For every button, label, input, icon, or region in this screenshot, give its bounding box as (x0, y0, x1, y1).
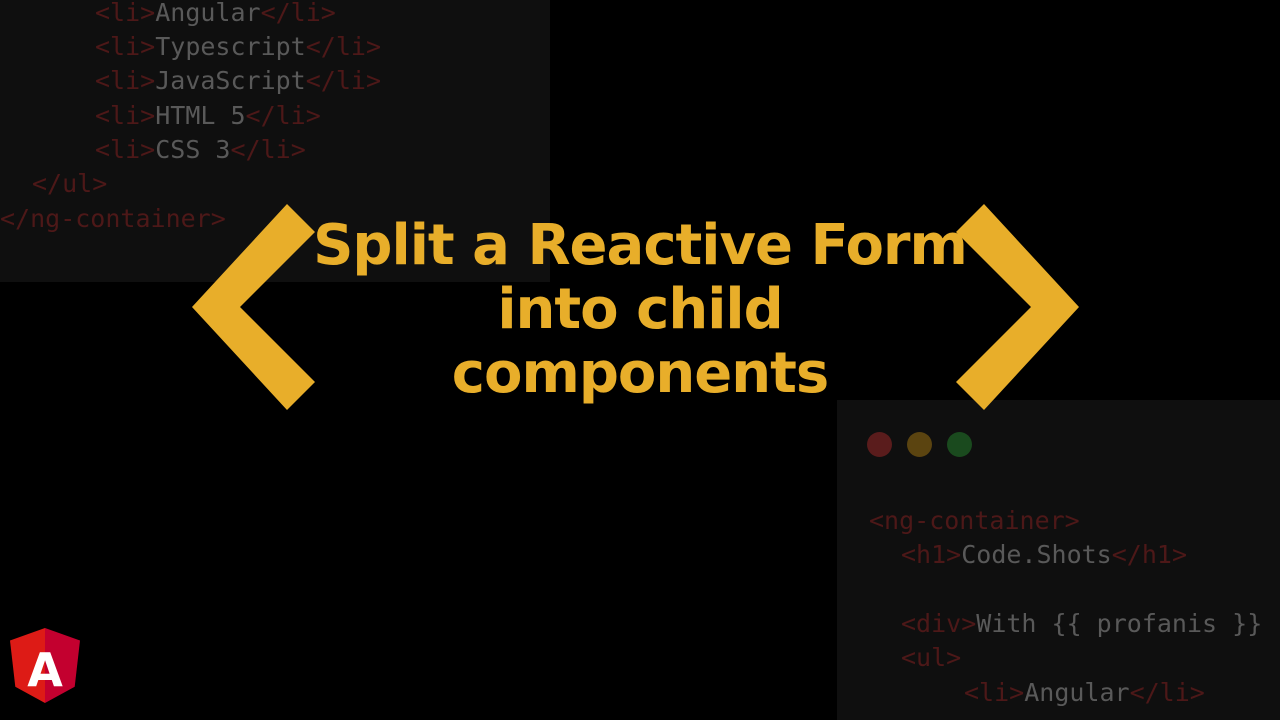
video-title: Split a Reactive Form into child compone… (290, 214, 990, 406)
code-line: <div>With {{ profanis }} (901, 607, 1262, 641)
code-line: <li>JavaScript</li> (95, 64, 381, 98)
code-line: <li>HTML 5</li> (95, 99, 321, 133)
code-tag: </li> (305, 66, 381, 95)
logo-letter: A (27, 643, 63, 697)
code-tag: <li> (964, 678, 1025, 707)
code-tag: </li> (305, 32, 381, 61)
chevron-left-icon (192, 204, 317, 410)
close-dot-icon (867, 432, 892, 457)
code-line: <ul> (901, 641, 961, 675)
code-tag: </h1> (1111, 540, 1187, 569)
code-line: </ul> (32, 167, 107, 201)
code-tag: <div> (901, 609, 977, 638)
code-tag: </ul> (32, 169, 108, 198)
code-line: <li>Angular</li> (964, 676, 1205, 710)
code-tag: <li> (95, 0, 156, 27)
code-text: HTML 5 (155, 101, 246, 130)
code-tag: <li> (95, 66, 156, 95)
code-text: JavaScript (155, 66, 306, 95)
title-line: Split a Reactive Form (313, 213, 968, 278)
code-line: </ng-container> (0, 202, 226, 236)
code-tag: <h1> (901, 540, 962, 569)
code-line: <h1>Code.Shots</h1> (901, 538, 1187, 572)
code-tag: </ng-container> (0, 204, 226, 233)
code-line: <ng-container> (869, 504, 1080, 538)
code-tag: </li> (1129, 678, 1205, 707)
code-line: <li>CSS 3</li> (95, 133, 306, 167)
code-line: <li>Typescript</li> (95, 30, 381, 64)
title-line: components (451, 341, 829, 406)
code-tag: </li> (260, 0, 336, 27)
code-text: Code.Shots (961, 540, 1112, 569)
code-text: CSS 3 (155, 135, 231, 164)
code-text: With {{ profanis }} (976, 609, 1263, 638)
code-tag: </li> (230, 135, 306, 164)
code-tag: <li> (95, 135, 156, 164)
code-tag: <li> (95, 32, 156, 61)
code-line: <li>Angular</li> (95, 0, 336, 30)
code-tag: </li> (245, 101, 321, 130)
code-text: Typescript (155, 32, 306, 61)
chevron-right-icon (954, 204, 1079, 410)
maximize-dot-icon (947, 432, 972, 457)
code-tag: <li> (95, 101, 156, 130)
code-tag: <ng-container> (869, 506, 1080, 535)
code-text: Angular (1024, 678, 1130, 707)
code-tag: <ul> (901, 643, 962, 672)
title-line: into child (497, 277, 783, 342)
angular-logo-icon: A (10, 628, 80, 708)
minimize-dot-icon (907, 432, 932, 457)
code-text: Angular (155, 0, 261, 27)
code-panel-bottom: <ng-container> <h1>Code.Shots</h1> <div>… (837, 400, 1280, 720)
